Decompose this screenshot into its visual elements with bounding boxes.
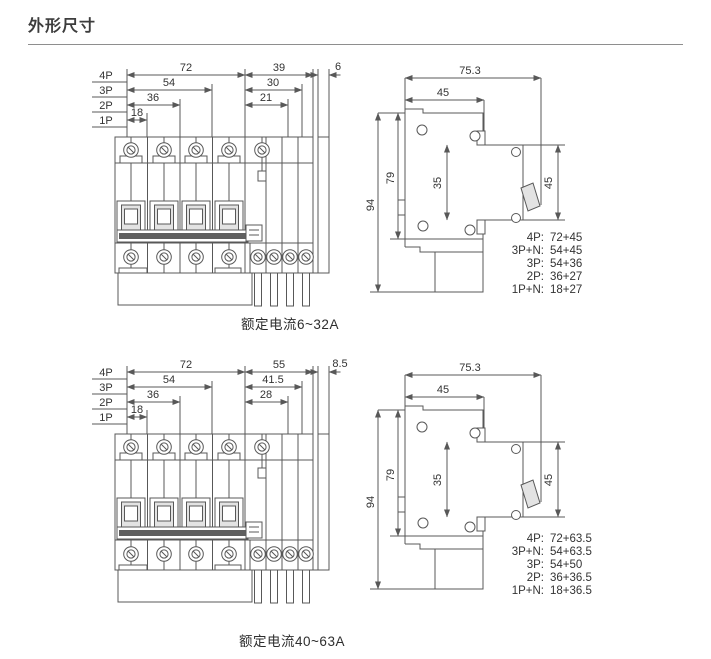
dim-width-4p: 72 [180, 62, 192, 74]
formula-value: 36+36.5 [550, 572, 592, 584]
dim-mid-height: 35 [432, 474, 444, 486]
formula-label: 4P: [527, 533, 544, 545]
page-header: 外形尺寸 [0, 0, 711, 45]
formula-value: 54+50 [550, 559, 582, 571]
width-formula-table: 4P: 72+45 3P+N: 54+45 3P: 54+36 2P: 36+2… [512, 232, 583, 296]
formula-value: 72+63.5 [550, 533, 592, 545]
pole-label-3p: 3P [99, 382, 112, 394]
formula-label: 1P+N: [512, 284, 544, 296]
front-dimensions: 72 54 36 18 55 41.5 28 8.5 [131, 358, 348, 416]
dim-width-3p: 54 [163, 374, 175, 386]
dim-right-2: 30 [267, 77, 279, 89]
pole-label-2p: 2P [99, 100, 112, 112]
side-dimensions: 75.3 45 94 79 35 45 [365, 65, 555, 211]
formula-label: 4P: [527, 232, 544, 244]
dim-mid-height: 35 [432, 177, 444, 189]
formula-label: 3P+N: [512, 546, 544, 558]
diagram-rated-6-32a: 4P 3P 2P 1P 72 54 36 18 39 30 21 6 75.3 … [0, 61, 583, 332]
dim-total-width: 75.3 [459, 65, 480, 77]
dim-total-height: 94 [365, 496, 377, 508]
side-dimensions: 75.3 45 94 79 35 45 [365, 362, 555, 508]
formula-label: 3P: [527, 258, 544, 270]
pole-label-1p: 1P [99, 412, 112, 424]
formula-value: 36+27 [550, 271, 582, 283]
dim-right-3: 21 [260, 92, 272, 104]
breaker-front-view [92, 366, 341, 603]
dim-body-height: 79 [385, 172, 397, 184]
rated-current-caption: 额定电流6~32A [241, 317, 339, 332]
dim-width-1p: 18 [131, 107, 143, 119]
formula-value: 54+45 [550, 245, 582, 257]
pole-labels: 4P 3P 2P 1P [99, 367, 112, 424]
page-title: 外形尺寸 [28, 18, 97, 35]
pole-label-2p: 2P [99, 397, 112, 409]
width-formula-table: 4P: 72+63.5 3P+N: 54+63.5 3P: 54+50 2P: … [512, 533, 592, 597]
formula-label: 3P+N: [512, 245, 544, 257]
dim-right-2: 41.5 [262, 374, 283, 386]
pole-label-1p: 1P [99, 115, 112, 127]
dim-width-2p: 36 [147, 92, 159, 104]
dim-body-height: 79 [385, 469, 397, 481]
breaker-front-view [92, 69, 341, 306]
dim-edge: 8.5 [332, 358, 347, 370]
formula-value: 54+36 [550, 258, 582, 270]
rated-current-caption: 额定电流40~63A [239, 634, 345, 649]
formula-value: 18+27 [550, 284, 582, 296]
pole-labels: 4P 3P 2P 1P [99, 70, 112, 127]
pole-label-4p: 4P [99, 367, 112, 379]
title-divider [28, 44, 683, 45]
dim-front-height: 45 [543, 474, 555, 486]
formula-label: 3P: [527, 559, 544, 571]
formula-value: 72+45 [550, 232, 582, 244]
dim-top-width: 45 [437, 384, 449, 396]
dim-width-3p: 54 [163, 77, 175, 89]
dim-width-1p: 18 [131, 404, 143, 416]
dim-total-width: 75.3 [459, 362, 480, 374]
formula-label: 2P: [527, 271, 544, 283]
dim-width-4p: 72 [180, 359, 192, 371]
dim-total-height: 94 [365, 199, 377, 211]
formula-value: 54+63.5 [550, 546, 592, 558]
diagram-rated-40-63a: 4P 3P 2P 1P 72 54 36 18 55 41.5 28 8.5 7… [0, 358, 592, 649]
dim-right-1: 39 [273, 62, 285, 74]
formula-value: 18+36.5 [550, 585, 592, 597]
dim-top-width: 45 [437, 87, 449, 99]
formula-label: 1P+N: [512, 585, 544, 597]
dim-width-2p: 36 [147, 389, 159, 401]
pole-label-3p: 3P [99, 85, 112, 97]
dim-right-1: 55 [273, 359, 285, 371]
formula-label: 2P: [527, 572, 544, 584]
dim-edge: 6 [335, 61, 341, 73]
dim-front-height: 45 [543, 177, 555, 189]
dim-right-3: 28 [260, 389, 272, 401]
pole-label-4p: 4P [99, 70, 112, 82]
front-dimensions: 72 54 36 18 39 30 21 6 [131, 61, 341, 119]
